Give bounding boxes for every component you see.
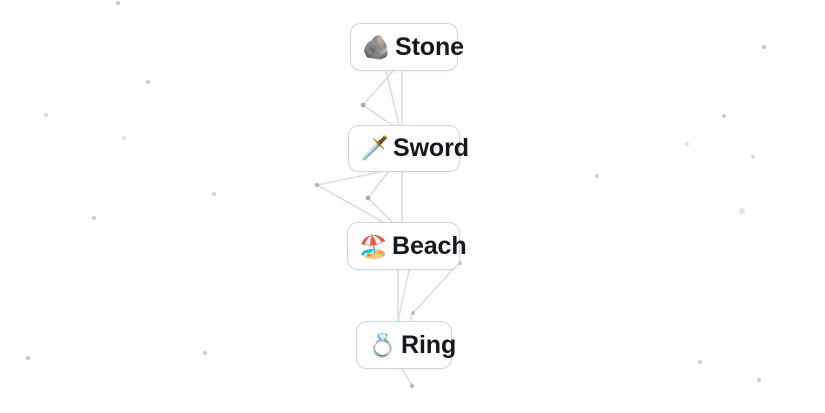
mid-dot-to-beach bbox=[367, 197, 393, 223]
background-dot bbox=[25, 355, 31, 361]
edge-junction-dot bbox=[411, 311, 415, 315]
background-dot bbox=[121, 135, 127, 141]
sword-emoji: 🗡️ bbox=[360, 135, 389, 161]
background-dot bbox=[43, 112, 49, 118]
beach-to-ring-diagonal bbox=[397, 269, 410, 322]
background-dot bbox=[750, 154, 756, 160]
background-dot bbox=[697, 359, 703, 365]
edge-junction-dot bbox=[365, 195, 371, 201]
edge-junction-dot bbox=[409, 383, 415, 389]
background-dot bbox=[211, 191, 217, 197]
node-label: Beach bbox=[392, 231, 467, 260]
edge-junction-dot bbox=[360, 102, 366, 108]
background-dot bbox=[594, 173, 600, 179]
sword-to-junction-far-left bbox=[316, 171, 381, 186]
background-dot bbox=[739, 208, 745, 214]
node-stone[interactable]: 🪨Stone bbox=[350, 23, 464, 71]
junction-far-left-to-beach bbox=[316, 184, 384, 223]
node-label: Stone bbox=[395, 32, 464, 61]
background-dot bbox=[761, 44, 767, 50]
background-dot bbox=[684, 141, 690, 147]
junction-to-ring bbox=[409, 312, 414, 322]
ring-tail bbox=[401, 368, 413, 386]
background-dot bbox=[145, 79, 151, 85]
background-dot bbox=[91, 215, 97, 221]
node-sword[interactable]: 🗡️Sword bbox=[348, 125, 469, 172]
ring-emoji: 💍 bbox=[368, 331, 397, 358]
background-dot bbox=[721, 113, 727, 119]
node-beach[interactable]: 🏖️Beach bbox=[347, 222, 467, 270]
edge-junction-dot bbox=[314, 182, 320, 188]
stone-to-junction-left bbox=[362, 70, 394, 106]
beach-emoji: 🏖️ bbox=[359, 232, 388, 259]
node-ring[interactable]: 💍Ring bbox=[356, 321, 456, 369]
beach-right-to-junction bbox=[412, 263, 459, 314]
stone-to-sword-diagonal bbox=[385, 70, 400, 126]
junction-left-to-sword bbox=[362, 104, 393, 126]
background-dot bbox=[202, 350, 208, 356]
background-dot bbox=[115, 0, 121, 6]
sword-to-mid-dot bbox=[367, 171, 389, 199]
node-label: Sword bbox=[393, 134, 469, 162]
stone-emoji: 🪨 bbox=[362, 33, 391, 60]
node-label: Ring bbox=[401, 330, 457, 359]
background-dot bbox=[756, 377, 762, 383]
